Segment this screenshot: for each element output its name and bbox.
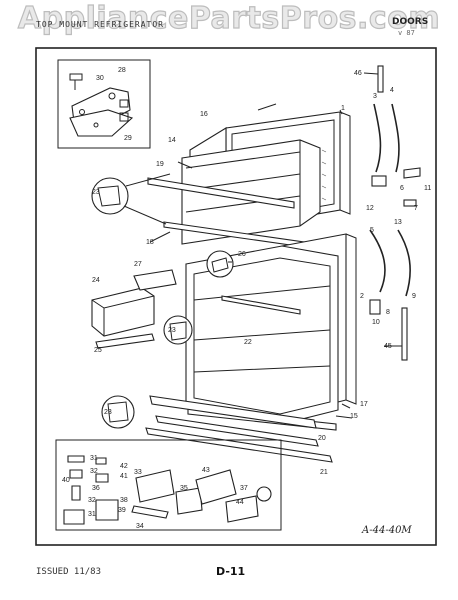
label-10: 10: [372, 319, 380, 326]
label-12: 12: [366, 205, 374, 212]
label-21: 21: [320, 469, 328, 476]
label-26: 26: [238, 251, 246, 258]
diagram-frame: [35, 47, 437, 546]
header-title: TOP MOUNT REFRIGERATOR: [36, 20, 164, 29]
label-11: 11: [424, 185, 431, 192]
header-section: DOORS: [392, 17, 429, 27]
label-3: 3: [373, 93, 377, 100]
label-28: 28: [118, 67, 126, 74]
clip-callout-middle: [163, 315, 193, 345]
leader-lines: [149, 72, 402, 419]
label-36: 36: [92, 485, 100, 492]
shelf-callout-26: [206, 250, 234, 278]
label-27: 27: [134, 261, 142, 268]
label-23-upper: 23: [92, 189, 100, 196]
label-38: 38: [120, 497, 128, 504]
watermark-text: AppliancePartsPros.com: [17, 0, 441, 36]
label-23-lower: 23: [104, 409, 112, 416]
label-8: 8: [386, 309, 390, 316]
label-23-middle: 23: [168, 327, 176, 334]
label-1: 1: [341, 105, 345, 112]
label-9: 9: [412, 293, 416, 300]
label-15: 15: [350, 413, 358, 420]
issued-date: ISSUED 11/83: [36, 567, 102, 577]
dairy-retainer: [95, 333, 155, 349]
label-39: 39: [118, 507, 126, 514]
hinge-parts-right: [369, 65, 421, 361]
header-subtext: v 87: [398, 29, 415, 37]
label-13: 13: [394, 219, 402, 226]
label-7: 7: [414, 205, 418, 212]
label-22: 22: [244, 339, 252, 346]
label-29: 29: [124, 135, 132, 142]
freezer-door: [181, 111, 351, 245]
label-31-upper: 31: [90, 455, 98, 462]
label-24: 24: [92, 277, 100, 284]
label-17: 17: [360, 401, 368, 408]
label-6: 6: [400, 185, 404, 192]
label-32-upper: 32: [90, 468, 98, 475]
hinge-detail-inset: [57, 59, 151, 149]
drawing-number: A-44-40M: [362, 525, 412, 536]
dairy-compartment-door: [91, 287, 155, 337]
part-labels: 1 2 3 4 5 6 7 8 9 10 11 12 13 14 15 16 1…: [62, 67, 431, 530]
label-2: 2: [360, 293, 364, 300]
label-19: 19: [156, 161, 164, 168]
label-33: 33: [134, 469, 142, 476]
label-42: 42: [120, 463, 128, 470]
label-40: 40: [62, 477, 70, 484]
butter-door: [133, 269, 177, 291]
clip-callout-upper: [91, 173, 171, 225]
page-number: D-11: [216, 565, 246, 578]
label-34: 34: [136, 523, 144, 530]
freezer-shelf-bar: [147, 177, 295, 209]
hardware-detail-inset: [55, 439, 282, 531]
label-16: 16: [200, 111, 208, 118]
label-44: 44: [236, 499, 244, 506]
label-31-lower: 31: [88, 511, 96, 518]
label-35: 35: [180, 485, 188, 492]
label-41: 41: [120, 473, 128, 480]
door-shelf-bar: [221, 295, 301, 315]
label-37: 37: [240, 485, 248, 492]
label-46: 46: [354, 70, 362, 77]
label-4: 4: [390, 87, 394, 94]
label-5: 5: [370, 227, 374, 234]
label-45: 45: [384, 343, 392, 350]
bottom-trims: [145, 395, 333, 463]
clip-callout-lower: [101, 395, 135, 429]
label-14: 14: [168, 137, 176, 144]
label-43: 43: [202, 467, 210, 474]
label-25: 25: [94, 347, 102, 354]
label-32-lower: 32: [88, 497, 96, 504]
label-20: 20: [318, 435, 326, 442]
label-18: 18: [146, 239, 154, 246]
label-30: 30: [96, 75, 104, 82]
